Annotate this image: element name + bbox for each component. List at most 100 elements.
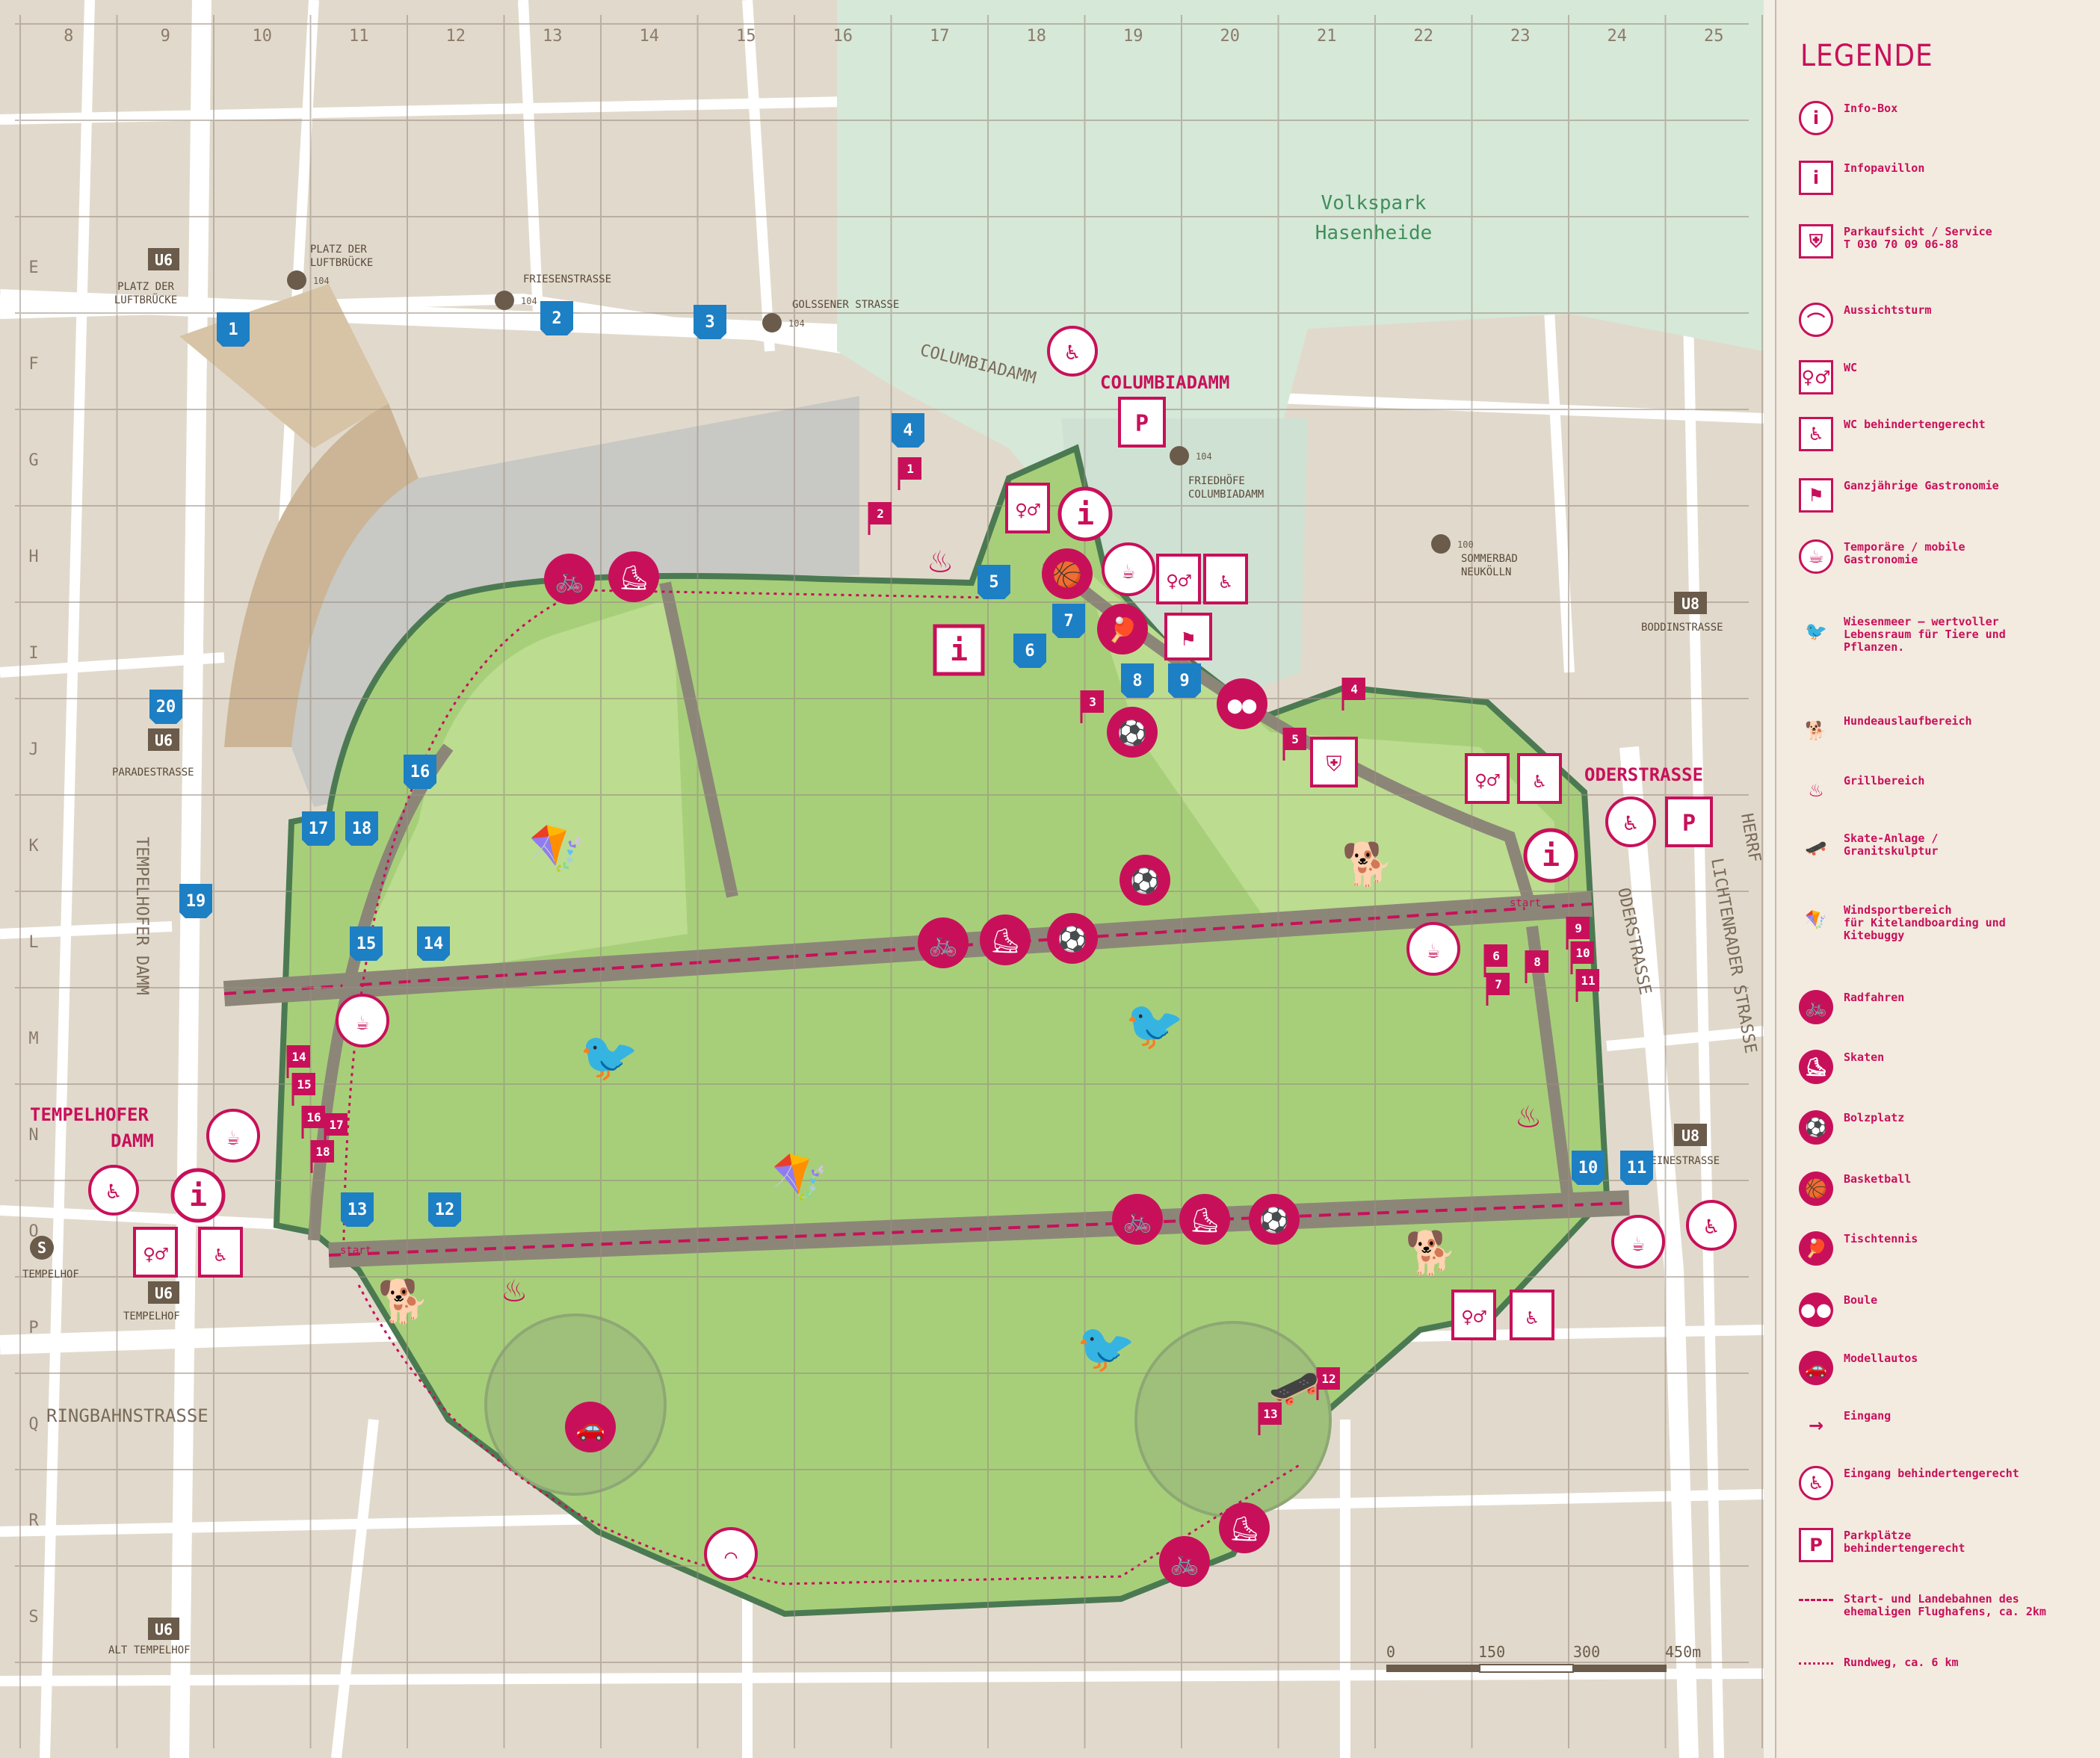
skater-icon: ⛸ xyxy=(980,914,1031,965)
entrance-marker-13: 13 xyxy=(341,1192,374,1227)
svg-text:⛸: ⛸ xyxy=(1229,1514,1260,1543)
skater-icon: ⛸ xyxy=(1179,1194,1230,1245)
info-box-icon: i xyxy=(1799,101,1833,135)
svg-text:🚲: 🚲 xyxy=(1170,1548,1199,1576)
svg-text:⚑: ⚑ xyxy=(1182,626,1195,651)
legend-item: Rundweg, ca. 6 km xyxy=(1799,1655,2098,1709)
legend-item: ⌒ Aussichtsturm xyxy=(1799,303,2098,356)
dog-icon: 🐕 xyxy=(1805,720,1827,741)
label-platz-stop-2: LUFTBRÜCKE xyxy=(114,293,177,306)
svg-text:15: 15 xyxy=(356,935,377,953)
legend-item: ⛨Parkaufsicht / Service T 030 70 09 06-8… xyxy=(1799,224,2098,278)
grid-column-label: 10 xyxy=(253,27,273,46)
label-boddinstrasse: BODDINSTRASSE xyxy=(1641,622,1723,634)
label-alt-tempelhof: ALT TEMPELHOF xyxy=(108,1644,191,1656)
wc-icon: ♀♂ xyxy=(1799,360,1833,394)
mobile-gastronomy-icon: ☕ xyxy=(1611,1215,1665,1269)
legend-item-label: Modellautos xyxy=(1844,1352,1918,1365)
svg-text:17: 17 xyxy=(329,1118,343,1132)
grid-column-label: 21 xyxy=(1317,27,1337,46)
grid-column-label: 17 xyxy=(930,27,950,46)
svg-text:🪁: 🪁 xyxy=(529,823,585,875)
mobile-gastronomy-icon: ☕ xyxy=(1406,922,1460,976)
svg-text:⚽: ⚽ xyxy=(1057,925,1087,953)
svg-text:🐕: 🐕 xyxy=(1341,841,1394,889)
legend-item: ☕Temporäre / mobile Gastronomie xyxy=(1799,539,2098,593)
svg-text:♿: ♿ xyxy=(1705,1213,1718,1239)
tower-icon: ⌒ xyxy=(1799,303,1833,337)
boule-icon: ●● xyxy=(1217,678,1267,729)
grid-row-label: S xyxy=(28,1608,38,1627)
svg-text:13: 13 xyxy=(1263,1407,1277,1421)
skate-icon: 🛹 xyxy=(1268,1364,1321,1412)
grid-column-label: 11 xyxy=(349,27,369,46)
svg-text:8: 8 xyxy=(1534,955,1541,969)
svg-text:☕: ☕ xyxy=(1427,938,1440,963)
svg-text:♿: ♿ xyxy=(1526,1307,1538,1329)
svg-text:4: 4 xyxy=(903,421,912,440)
basketball-icon: 🏀 xyxy=(1799,1172,1833,1206)
svg-text:3: 3 xyxy=(705,313,714,332)
entrance-marker-12: 12 xyxy=(428,1192,461,1227)
svg-text:🐦: 🐦 xyxy=(1076,1321,1136,1376)
legend-item: →Eingang xyxy=(1799,1408,2098,1462)
entrance-marker-9: 9 xyxy=(1168,663,1201,698)
runway-line-icon xyxy=(1799,1599,1833,1602)
legend-item-label: Rundweg, ca. 6 km xyxy=(1844,1656,1959,1669)
flag-marker-8: 8 xyxy=(1525,950,1548,983)
svg-text:7: 7 xyxy=(1495,977,1502,991)
bicycle-icon: 🚲 xyxy=(544,554,595,604)
u6-alt-tempelhof: U6 xyxy=(148,1618,179,1640)
legend-item: 🛹Skate-Anlage / Granitskulptur xyxy=(1799,831,2098,885)
legend-item-label: WC behindertengerecht xyxy=(1844,418,1986,431)
u6-platz: U6 xyxy=(148,248,179,270)
entrance-marker-15: 15 xyxy=(350,926,383,961)
grid-column-label: 9 xyxy=(161,27,170,46)
wc-icon: ♀♂ xyxy=(1465,753,1510,804)
grid-column-label: 14 xyxy=(640,27,660,46)
legend-item: 🚗Modellautos xyxy=(1799,1351,2098,1405)
flag-marker-2: 2 xyxy=(868,502,892,535)
svg-text:♨: ♨ xyxy=(503,1267,525,1310)
label-hasenheide: Hasenheide xyxy=(1315,222,1433,244)
svg-text:♀♂: ♀♂ xyxy=(1461,1304,1486,1329)
grid-column-label: 15 xyxy=(736,27,756,46)
svg-text:🪁: 🪁 xyxy=(772,1151,828,1204)
flag-marker-17: 17 xyxy=(324,1113,348,1146)
entrance-marker-2: 2 xyxy=(540,301,573,335)
svg-text:12: 12 xyxy=(1321,1372,1335,1386)
accessible-entrance-icon: ♿ xyxy=(1686,1200,1737,1251)
legend-item: 🏓Tischtennis xyxy=(1799,1231,2098,1285)
legend-item: Start- und Landebahnen des ehemaligen Fl… xyxy=(1799,1591,2098,1645)
legend-item-label: Skaten xyxy=(1844,1050,1885,1064)
map-icons[interactable]: i i i i ♀♂ ♀♂ ♀♂ ♀♂ ♀♂ ♿ ♿ ♿ ♿ P P ♿ ♿ ♿… xyxy=(88,326,1737,1587)
tower-icon: ⌒ xyxy=(704,1527,758,1581)
svg-text:U6: U6 xyxy=(155,251,173,269)
svg-text:⛸: ⛸ xyxy=(990,926,1021,955)
legend-item-label: Start- und Landebahnen des ehemaligen Fl… xyxy=(1844,1592,2046,1618)
transit-stops: U6 U6 U6 U6 U8 U8 S 104 104 104 104 100 xyxy=(30,248,1707,1640)
legend-item-label: Aussichtsturm xyxy=(1844,303,1932,317)
flag-marker-11: 11 xyxy=(1575,969,1599,1002)
svg-text:U8: U8 xyxy=(1681,595,1699,613)
svg-text:U8: U8 xyxy=(1681,1127,1699,1145)
svg-text:16: 16 xyxy=(306,1110,321,1124)
scale-label-450: 450m xyxy=(1665,1643,1701,1661)
infopavillon-icon: i xyxy=(933,624,985,676)
svg-text:♿: ♿ xyxy=(214,1244,226,1266)
wc-accessible-icon: ♿ xyxy=(1510,1290,1554,1340)
bus-104-b: 104 xyxy=(495,291,537,310)
infopavillon-icon: i xyxy=(1799,161,1833,195)
svg-text:104: 104 xyxy=(313,276,330,286)
svg-text:1: 1 xyxy=(907,462,914,476)
flag-marker-16: 16 xyxy=(301,1106,325,1139)
dog-icon: 🐕 xyxy=(377,1278,430,1326)
parking-accessible-icon: P xyxy=(1118,397,1166,448)
legend-item-label: Basketball xyxy=(1844,1172,1912,1186)
svg-text:18: 18 xyxy=(352,820,372,838)
hatched-circle-west xyxy=(484,1313,667,1496)
svg-text:U6: U6 xyxy=(155,1284,173,1302)
